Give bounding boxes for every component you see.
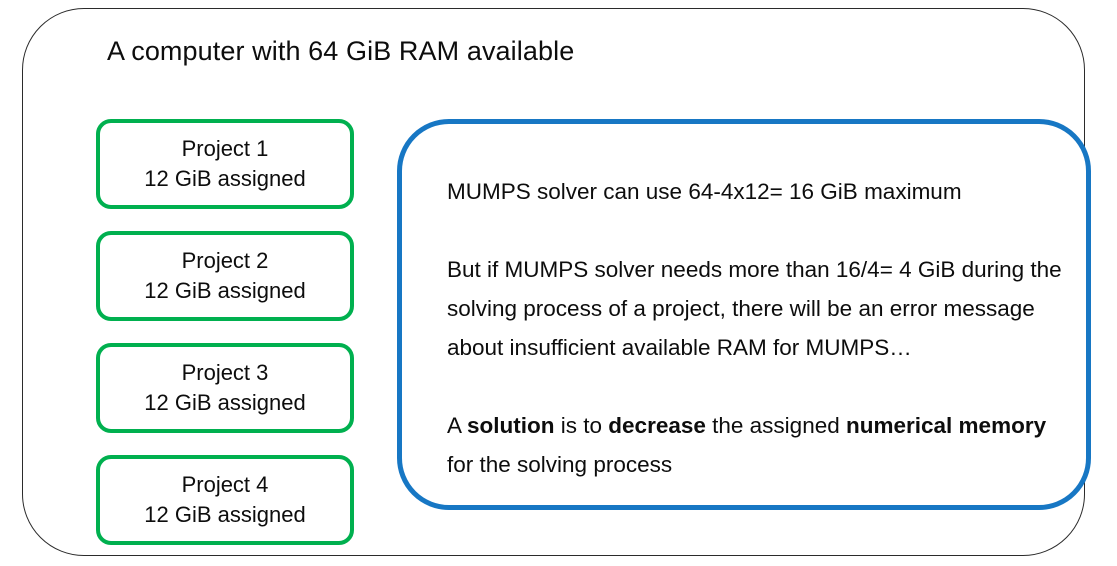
solution-bold-2: decrease — [608, 413, 706, 438]
explanation-paragraph-warning: But if MUMPS solver needs more than 16/4… — [447, 257, 1062, 360]
computer-title: A computer with 64 GiB RAM available — [107, 36, 575, 66]
project-card[interactable]: Project 1 12 GiB assigned — [96, 119, 354, 209]
project-card[interactable]: Project 3 12 GiB assigned — [96, 343, 354, 433]
project-card[interactable]: Project 4 12 GiB assigned — [96, 455, 354, 545]
project-memory: 12 GiB assigned — [144, 502, 306, 527]
solution-bold-1: solution — [467, 413, 555, 438]
solution-text-3: the assigned — [705, 413, 846, 438]
projects-list: Project 1 12 GiB assigned Project 2 12 G… — [96, 119, 354, 545]
paragraph-spacer — [447, 367, 1062, 406]
project-memory: 12 GiB assigned — [144, 278, 306, 303]
solution-text-2: is to — [554, 413, 609, 438]
solution-text-1: A — [447, 413, 468, 438]
explanation-text: MUMPS solver can use 64-4x12= 16 GiB max… — [447, 172, 1062, 484]
computer-container: A computer with 64 GiB RAM available Pro… — [22, 8, 1091, 556]
project-name: Project 4 — [181, 472, 269, 497]
explanation-paragraph-capacity: MUMPS solver can use 64-4x12= 16 GiB max… — [447, 179, 962, 204]
explanation-paragraph-solution: A solution is to decrease the assigned n… — [447, 406, 1062, 484]
solution-bold-3: numerical memory — [846, 413, 1047, 438]
solution-text-4: for the solving process — [447, 452, 673, 477]
project-name: Project 3 — [181, 360, 269, 385]
project-memory: 12 GiB assigned — [144, 166, 306, 191]
explanation-panel: MUMPS solver can use 64-4x12= 16 GiB max… — [397, 119, 1091, 510]
paragraph-spacer — [447, 211, 1062, 250]
project-name: Project 1 — [181, 136, 269, 161]
project-memory: 12 GiB assigned — [144, 390, 306, 415]
project-name: Project 2 — [181, 248, 269, 273]
project-card[interactable]: Project 2 12 GiB assigned — [96, 231, 354, 321]
